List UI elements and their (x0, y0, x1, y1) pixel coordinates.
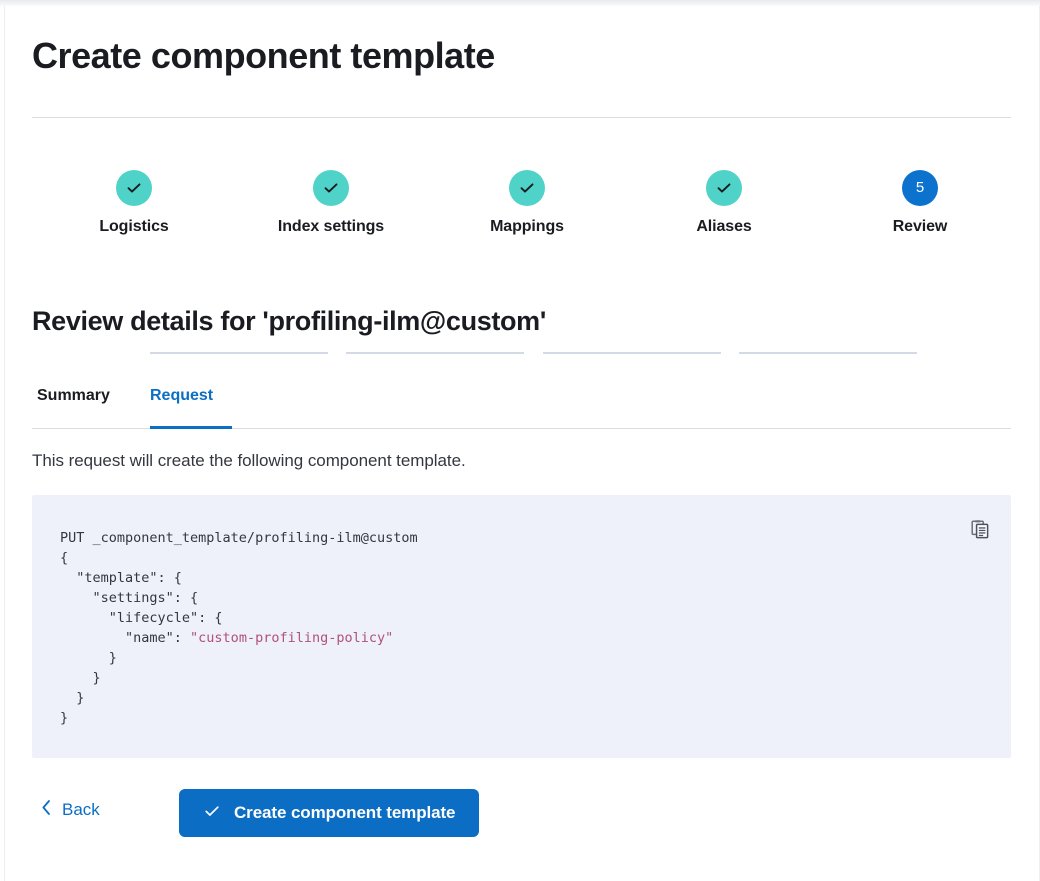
request-body-line: } (60, 650, 117, 666)
header-divider (32, 117, 1011, 118)
page-content: Create component template Logistics (5, 6, 1039, 881)
step-label: Logistics (99, 218, 169, 235)
step-label: Aliases (696, 218, 752, 235)
create-component-template-button-label: Create component template (234, 803, 456, 822)
copy-to-clipboard-button[interactable] (966, 517, 994, 545)
request-body-line: } (60, 710, 69, 726)
review-tabs: Summary Request (32, 385, 1011, 429)
stepper-step-aliases[interactable]: Aliases (639, 170, 809, 236)
step-status-circle: 5 (902, 170, 938, 206)
request-body-line: } (60, 670, 101, 686)
request-body-line: "template": { (60, 570, 182, 586)
check-icon (715, 179, 733, 197)
copy-clipboard-icon (969, 518, 991, 545)
tab-request[interactable]: Request (150, 387, 214, 404)
stepper-connector-4 (739, 352, 917, 354)
request-body-line: "name": (60, 630, 191, 646)
wizard-stepper: Logistics Index settings (32, 170, 1011, 354)
review-heading: Review details for 'profiling-ilm@custom… (32, 306, 546, 336)
request-body-line: { (60, 550, 69, 566)
page-title: Create component template (32, 35, 495, 76)
chevron-left-icon (40, 799, 53, 821)
tab-summary[interactable]: Summary (37, 387, 110, 404)
step-status-circle (313, 170, 349, 206)
step-label: Review (892, 218, 948, 235)
request-method-line: PUT _component_template/profiling-ilm@cu… (60, 530, 418, 546)
stepper-step-logistics[interactable]: Logistics (49, 170, 219, 236)
stepper-step-index-settings[interactable]: Index settings (246, 170, 416, 236)
wizard-footer: Back Create component template (32, 789, 1011, 839)
request-body-line: } (60, 690, 85, 706)
window-chrome-strip (0, 0, 1040, 6)
check-icon (125, 179, 143, 197)
stepper-connector-2 (346, 352, 524, 354)
step-status-circle (509, 170, 545, 206)
step-label: Mappings (490, 218, 564, 235)
request-code-text: PUT _component_template/profiling-ilm@cu… (60, 528, 418, 728)
back-button-label: Back (62, 800, 100, 819)
check-icon (203, 802, 221, 825)
request-body-line: "settings": { (60, 590, 199, 606)
page-left-border (4, 6, 5, 881)
tab-active-indicator (150, 426, 232, 429)
step-number: 5 (915, 179, 925, 196)
create-component-template-button[interactable]: Create component template (179, 789, 480, 837)
stepper-connector-1 (150, 352, 328, 354)
check-icon (518, 179, 536, 197)
step-status-circle (116, 170, 152, 206)
request-body-line: "lifecycle": { (60, 610, 223, 626)
stepper-connector-3 (543, 352, 721, 354)
step-label: Index settings (277, 218, 385, 235)
stepper-step-mappings[interactable]: Mappings (442, 170, 612, 236)
request-code-block: PUT _component_template/profiling-ilm@cu… (32, 495, 1011, 758)
request-description: This request will create the following c… (32, 451, 466, 470)
request-policy-value: "custom-profiling-policy" (190, 630, 394, 646)
back-button[interactable]: Back (40, 799, 100, 821)
step-status-circle (706, 170, 742, 206)
stepper-step-review[interactable]: 5 Review (835, 170, 1005, 236)
check-icon (322, 179, 340, 197)
